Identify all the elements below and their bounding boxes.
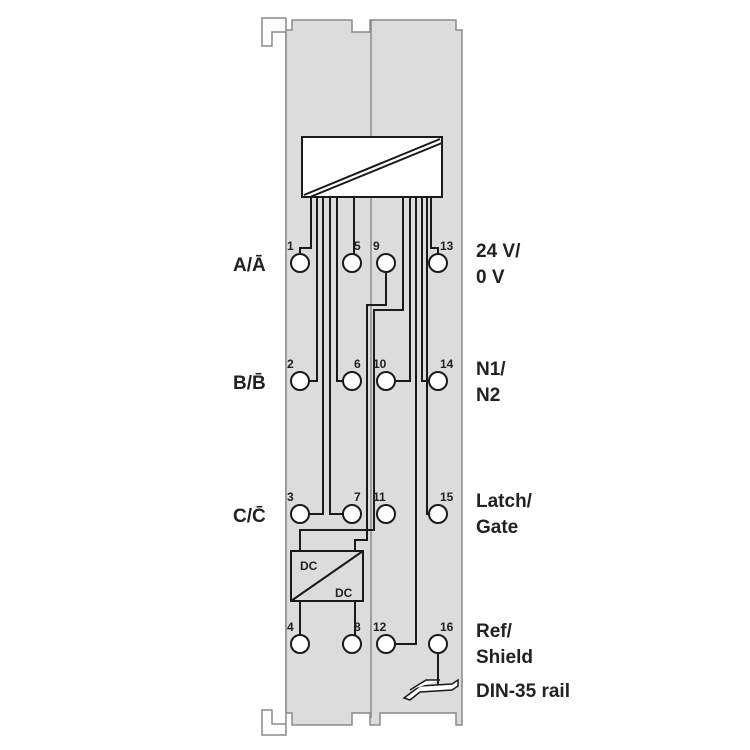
terminal-number: 3 [287,490,294,504]
terminal-10 [376,371,396,391]
dc-dc-converter: DC DC [290,550,364,602]
terminal-5 [342,253,362,273]
terminal-number: 13 [440,239,454,253]
terminal-number: 6 [354,357,361,371]
label-shield: Shield [476,647,533,668]
terminal-1 [290,253,310,273]
terminal-3 [290,504,310,524]
terminal-number: 2 [287,357,294,371]
label-b: B/B̄ [233,373,266,394]
terminal-11 [376,504,396,524]
label-c: C/C̄ [233,506,266,527]
terminal-number: 14 [440,357,454,371]
terminal-number: 10 [373,357,387,371]
label-n1: N1/ [476,359,506,380]
dc-output-label: DC [335,586,353,600]
terminal-number: 9 [373,239,380,253]
terminal-9 [376,253,396,273]
terminal-number: 11 [373,490,386,504]
label-0v: 0 V [476,267,505,288]
terminal-number: 1 [287,239,294,253]
terminal-2 [290,371,310,391]
terminal-number: 15 [440,490,454,504]
dc-input-label: DC [300,559,318,573]
wires [299,197,439,690]
terminal-4 [290,634,310,654]
terminal-12 [376,634,396,654]
terminal-16 [428,634,448,654]
terminal-8 [342,634,362,654]
terminal-13 [428,253,448,273]
terminal-number: 16 [440,620,454,634]
terminal-number: 8 [354,620,361,634]
label-n2: N2 [476,385,500,406]
terminal-6 [342,371,362,391]
terminal-number: 5 [354,239,361,253]
module-left-housing [261,17,287,736]
terminal-15 [428,504,448,524]
label-24v: 24 V/ [476,241,521,262]
label-ref: Ref/ [476,621,513,642]
label-latch: Latch/ [476,491,533,512]
terminal-7 [342,504,362,524]
terminal-number: 4 [287,620,294,634]
label-gate: Gate [476,517,518,538]
label-a: A/Ā [233,255,266,276]
terminal-number: 12 [373,620,387,634]
label-din-rail: DIN-35 rail [476,681,570,702]
din-rail-icon [402,678,459,701]
terminal-number: 7 [354,490,361,504]
terminal-14 [428,371,448,391]
